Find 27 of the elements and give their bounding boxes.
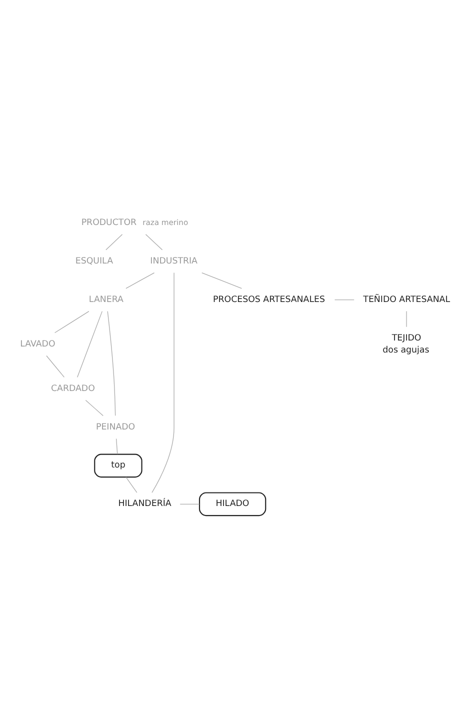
connector bbox=[46, 354, 64, 378]
node-text: HILANDERÍA bbox=[118, 498, 171, 509]
node-text: TEÑIDO ARTESANAL bbox=[362, 294, 450, 304]
connector bbox=[201, 272, 242, 288]
connector bbox=[76, 310, 102, 378]
connector bbox=[84, 399, 103, 416]
node-box: HILADO bbox=[198, 492, 266, 516]
node-text: PEINADO bbox=[95, 422, 135, 432]
node-text: LANERA bbox=[88, 294, 123, 304]
connector bbox=[179, 503, 200, 504]
node-text: PROCESOS ARTESANALES bbox=[212, 294, 325, 304]
node-text: PRODUCTOR bbox=[80, 217, 136, 228]
node-text: CARDADO bbox=[50, 383, 94, 394]
node-text: TEJIDO dos agujas bbox=[382, 332, 429, 355]
node-box: top bbox=[94, 453, 142, 478]
connector bbox=[144, 234, 162, 250]
connector bbox=[54, 310, 89, 333]
connector bbox=[334, 299, 354, 300]
connector bbox=[125, 476, 137, 492]
connector bbox=[105, 234, 122, 250]
node-text: ESQUILA bbox=[74, 256, 112, 266]
connector bbox=[151, 272, 174, 492]
connector bbox=[125, 272, 154, 288]
node-text: INDUSTRIA bbox=[150, 256, 197, 266]
connector bbox=[115, 438, 118, 454]
node-text: LAVADO bbox=[20, 338, 55, 349]
connector bbox=[106, 310, 116, 416]
